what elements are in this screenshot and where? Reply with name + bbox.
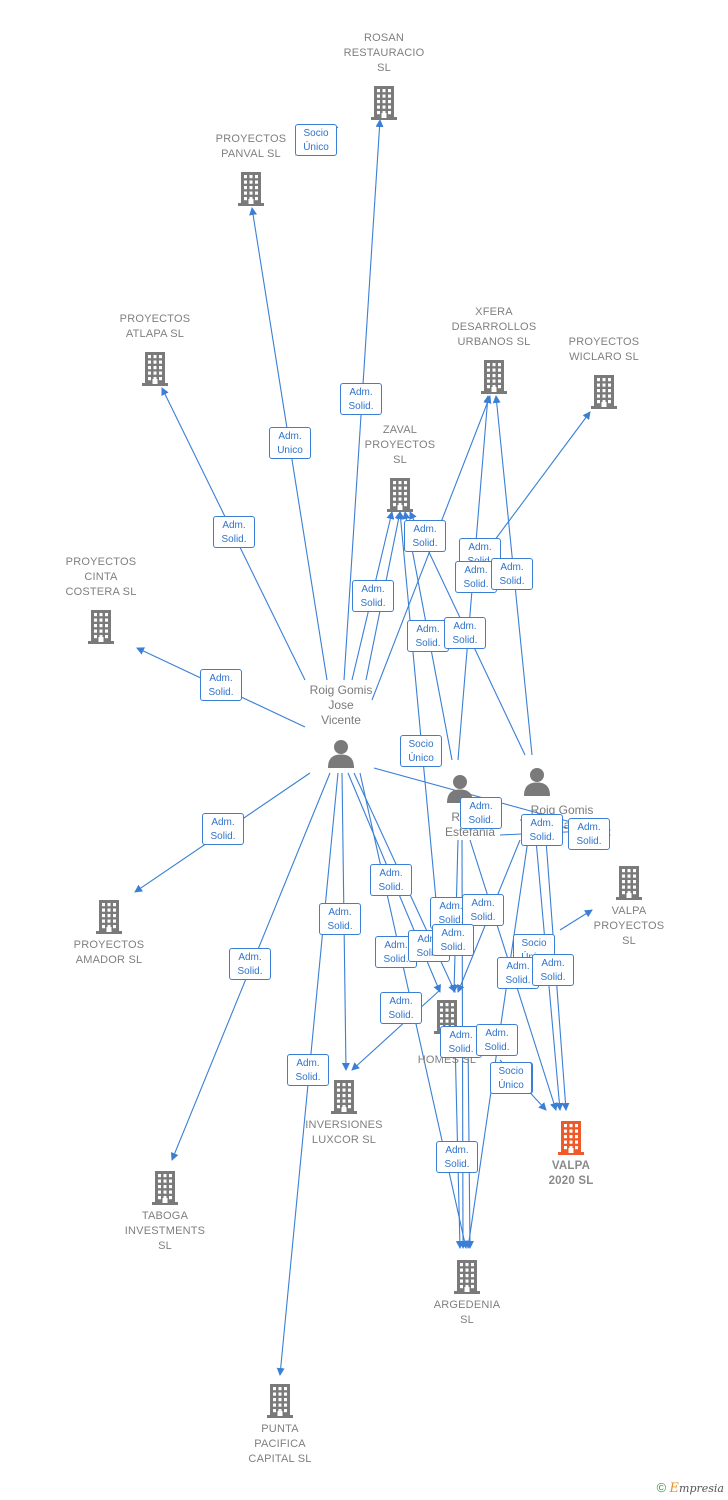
- edge-line: [559, 909, 593, 931]
- relation-badge[interactable]: Adm. Solid.: [319, 903, 361, 935]
- relation-badge[interactable]: Adm. Solid.: [202, 813, 244, 845]
- relation-badge[interactable]: Adm. Solid.: [491, 558, 533, 590]
- main-company-building-icon[interactable]: [555, 1119, 587, 1160]
- company-building-icon[interactable]: [235, 170, 267, 211]
- company-building-icon[interactable]: [149, 1169, 181, 1210]
- relation-badge[interactable]: Adm. Solid.: [462, 894, 504, 926]
- relation-badge[interactable]: Adm. Solid.: [229, 948, 271, 980]
- company-building-icon[interactable]: [139, 350, 171, 391]
- relation-badge[interactable]: Adm. Solid.: [200, 669, 242, 701]
- footer-brand[interactable]: © Empresia: [657, 1480, 724, 1496]
- relation-badge[interactable]: Adm. Solid.: [352, 580, 394, 612]
- company-label-taboga[interactable]: TABOGA INVESTMENTS SL: [124, 1210, 206, 1252]
- company-label-punta[interactable]: PUNTA PACIFICA CAPITAL SL: [248, 1423, 312, 1465]
- relation-badge[interactable]: Adm. Solid.: [521, 814, 563, 846]
- person-icon[interactable]: [326, 738, 356, 773]
- company-building-icon[interactable]: [451, 1258, 483, 1299]
- relation-badge[interactable]: Adm. Solid.: [213, 516, 255, 548]
- company-label-amador[interactable]: PROYECTOS AMADOR SL: [73, 939, 145, 966]
- relation-badge[interactable]: Adm. Solid.: [404, 520, 446, 552]
- relation-badge[interactable]: Adm. Solid.: [407, 620, 449, 652]
- relation-badge[interactable]: Adm. Solid.: [340, 383, 382, 415]
- company-label-panval[interactable]: PROYECTOS PANVAL SL: [215, 133, 287, 160]
- relation-badge[interactable]: Adm. Solid.: [380, 992, 422, 1024]
- relation-badge[interactable]: Socio Único: [295, 124, 337, 156]
- relation-badge[interactable]: Adm. Solid.: [568, 818, 610, 850]
- relation-badge[interactable]: Adm. Solid.: [476, 1024, 518, 1056]
- company-label-luxcor[interactable]: INVERSIONES LUXCOR SL: [305, 1119, 383, 1146]
- company-building-icon[interactable]: [613, 864, 645, 905]
- company-label-wiclaro[interactable]: PROYECTOS WICLARO SL: [568, 336, 640, 363]
- relation-badge[interactable]: Adm. Solid.: [287, 1054, 329, 1086]
- relation-badge[interactable]: Adm. Solid.: [436, 1141, 478, 1173]
- person-icon[interactable]: [522, 766, 552, 801]
- edge-line: [479, 411, 591, 561]
- company-building-icon[interactable]: [328, 1078, 360, 1119]
- company-label-valpa2020[interactable]: VALPA 2020 SL: [548, 1160, 594, 1187]
- company-label-rosan[interactable]: ROSAN RESTAURACIO SL: [343, 32, 425, 74]
- company-building-icon[interactable]: [85, 608, 117, 649]
- company-label-valpaproy[interactable]: VALPA PROYECTOS SL: [593, 905, 665, 947]
- person-label-third[interactable]: Roig Gomis Ma: [530, 803, 594, 832]
- relation-badge[interactable]: Adm. Solid.: [432, 924, 474, 956]
- company-building-icon[interactable]: [93, 898, 125, 939]
- company-building-icon[interactable]: [478, 358, 510, 399]
- company-building-icon[interactable]: [384, 476, 416, 517]
- brand-name: mpresia: [679, 1482, 724, 1495]
- relation-badge[interactable]: Adm. Solid.: [370, 864, 412, 896]
- brand-logo-e: E: [669, 1481, 680, 1496]
- company-building-icon[interactable]: [368, 84, 400, 125]
- relation-badge[interactable]: Socio Único: [490, 1062, 532, 1094]
- relation-badge[interactable]: Adm. Unico: [269, 427, 311, 459]
- company-building-icon[interactable]: [264, 1382, 296, 1423]
- edge-line: [351, 989, 441, 1071]
- copyright-symbol: ©: [656, 1480, 667, 1495]
- company-label-zaval[interactable]: ZAVAL PROYECTOS SL: [364, 424, 436, 466]
- relation-badge[interactable]: Adm. Solid.: [460, 797, 502, 829]
- company-label-atlapa[interactable]: PROYECTOS ATLAPA SL: [119, 313, 191, 340]
- company-label-argedenia[interactable]: ARGEDENIA SL: [433, 1299, 501, 1326]
- relation-badge[interactable]: Adm. Solid.: [444, 617, 486, 649]
- person-label-jose[interactable]: Roig Gomis Jose Vicente: [309, 683, 373, 727]
- relation-badge[interactable]: Adm. Solid.: [440, 1026, 482, 1058]
- relation-badge[interactable]: Adm. Solid.: [532, 954, 574, 986]
- company-label-cinta[interactable]: PROYECTOS CINTA COSTERA SL: [65, 556, 137, 598]
- edge-line: [396, 511, 437, 901]
- company-label-xfera[interactable]: XFERA DESARROLLOS URBANOS SL: [451, 306, 537, 348]
- company-building-icon[interactable]: [588, 373, 620, 414]
- relation-badge[interactable]: Socio Único: [400, 735, 442, 767]
